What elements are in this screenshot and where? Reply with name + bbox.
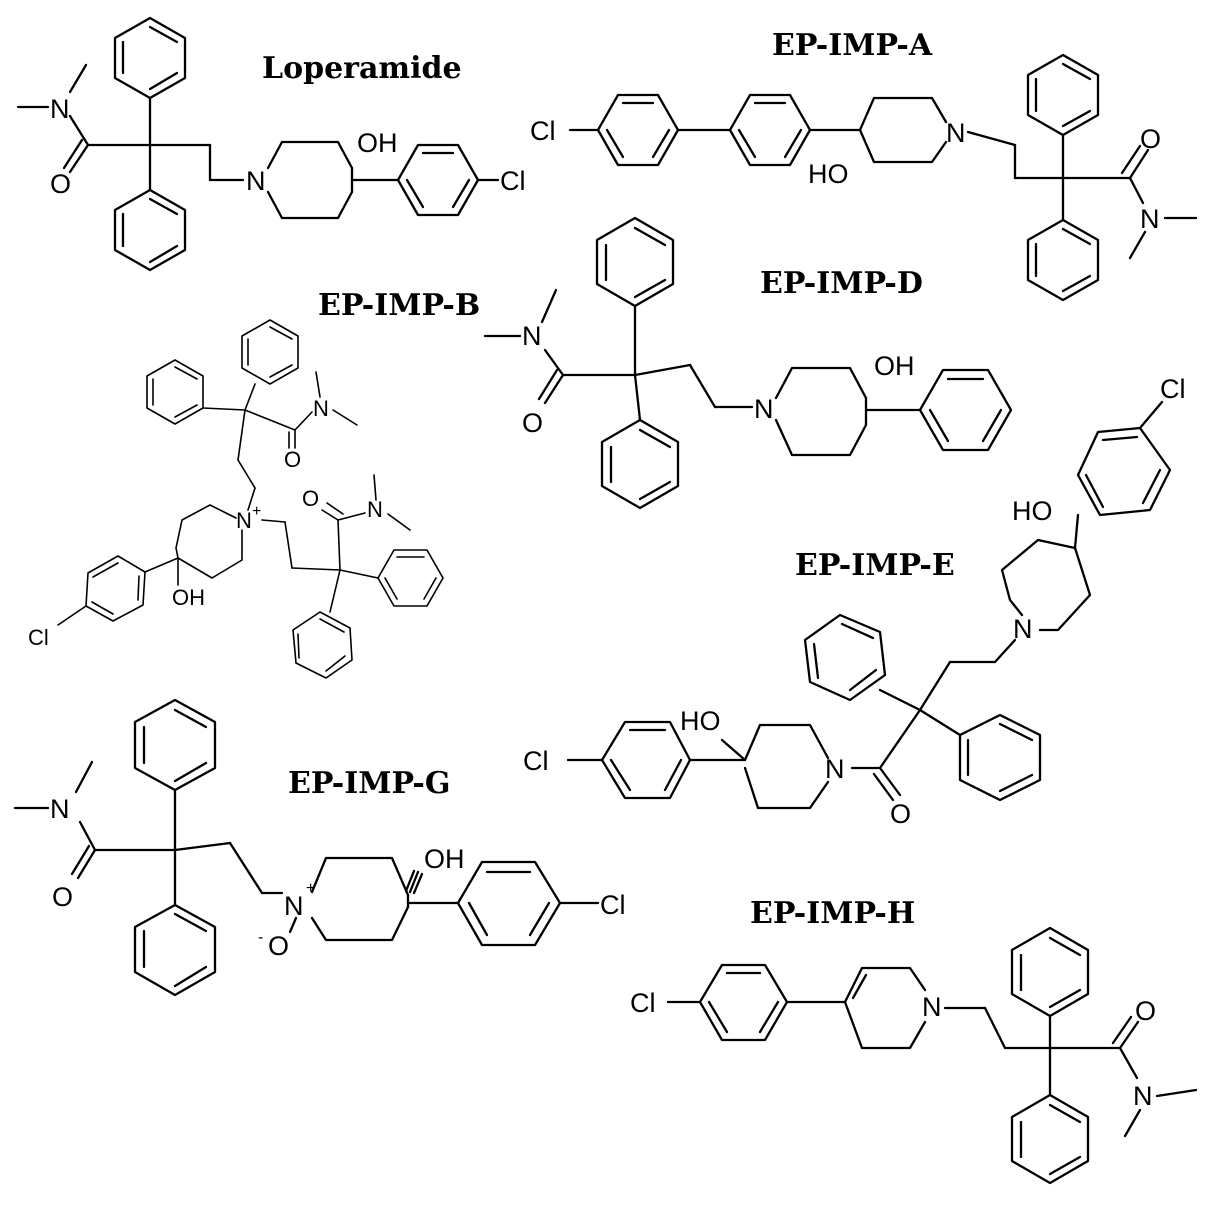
atom-n: N xyxy=(313,396,329,421)
atom-ho: HO xyxy=(1012,496,1053,526)
atom-cl: Cl xyxy=(600,890,626,920)
phenyl-ring xyxy=(958,713,1042,802)
atom-oh: OH xyxy=(357,128,398,158)
atom-n: N xyxy=(1013,614,1033,644)
title-ep-imp-g: EP-IMP-G xyxy=(288,766,450,801)
atom-n: N xyxy=(367,497,383,522)
title-ep-imp-h: EP-IMP-H xyxy=(750,896,915,931)
atom-o: O xyxy=(522,408,543,438)
atom-n: N xyxy=(50,94,70,124)
chlorophenyl-ring xyxy=(596,93,680,167)
atom-n: N xyxy=(1133,1081,1153,1111)
charge-plus: + xyxy=(252,503,261,520)
atom-n: N xyxy=(50,794,70,824)
atom-n-plus: N xyxy=(284,891,304,921)
phenyl-ring xyxy=(1026,53,1100,137)
atom-o: O xyxy=(50,169,71,199)
phenylene-ring xyxy=(728,93,812,167)
chlorophenyl-ring xyxy=(396,143,480,217)
atom-n: N xyxy=(946,118,966,148)
phenyl-ring xyxy=(918,368,1013,452)
atom-ho: HO xyxy=(680,706,721,736)
phenyl-ring xyxy=(803,613,887,702)
structure-ep-imp-a: EP-IMP-A Cl N HO O xyxy=(530,28,1198,302)
atom-cl: Cl xyxy=(500,166,526,196)
atom-ho: HO xyxy=(808,159,849,189)
atom-n: N xyxy=(754,394,774,424)
phenyl-ring xyxy=(377,549,444,607)
atom-oh: OH xyxy=(172,585,205,610)
phenyl-ring xyxy=(1010,926,1090,1018)
atom-n-plus: N xyxy=(236,508,252,533)
atom-n: N xyxy=(1140,204,1160,234)
phenyl-ring xyxy=(133,698,217,792)
atom-o: O xyxy=(890,799,911,829)
atom-o: O xyxy=(52,882,73,912)
atom-n: N xyxy=(522,321,542,351)
chlorophenyl-ring xyxy=(698,963,789,1042)
phenyl-ring xyxy=(133,903,217,997)
atom-o: O xyxy=(1135,996,1156,1026)
phenyl-ring xyxy=(146,359,204,425)
phenyl-ring xyxy=(113,188,187,272)
chlorophenyl-ring xyxy=(85,555,146,622)
atom-cl: Cl xyxy=(1160,374,1186,404)
charge-minus: - xyxy=(258,929,263,946)
structure-ep-imp-d: EP-IMP-D N O N OH xyxy=(483,216,1013,510)
title-ep-imp-b: EP-IMP-B xyxy=(318,288,480,323)
atom-o: O xyxy=(284,447,301,472)
phenyl-ring xyxy=(1026,218,1100,302)
phenyl-ring xyxy=(1010,1093,1090,1185)
title-loperamide: Loperamide xyxy=(262,51,462,86)
charge-plus: + xyxy=(306,880,315,897)
structure-ep-imp-h: EP-IMP-H Cl N O N xyxy=(630,896,1198,1185)
phenyl-ring xyxy=(241,319,299,385)
title-ep-imp-d: EP-IMP-D xyxy=(760,266,923,301)
atom-cl: Cl xyxy=(28,625,49,650)
structure-loperamide: Loperamide N O N OH xyxy=(16,16,526,272)
chlorophenyl-ring xyxy=(600,720,692,800)
atom-cl: Cl xyxy=(630,988,656,1018)
atom-oh: OH xyxy=(874,351,915,381)
atom-cl: Cl xyxy=(523,746,549,776)
atom-cl: Cl xyxy=(530,116,556,146)
atom-o-minus: O xyxy=(268,931,289,961)
phenyl-ring xyxy=(600,418,680,510)
phenyl-ring xyxy=(113,16,187,100)
chlorophenyl-ring xyxy=(1076,426,1172,517)
structure-ep-imp-g: EP-IMP-G N O N + O - OH xyxy=(13,698,626,997)
title-ep-imp-a: EP-IMP-A xyxy=(772,28,933,63)
atom-o: O xyxy=(1140,124,1161,154)
atom-n: N xyxy=(922,992,942,1022)
atom-o: O xyxy=(302,486,319,511)
atom-n: N xyxy=(825,754,845,784)
atom-oh: OH xyxy=(424,844,465,874)
phenyl-ring xyxy=(595,216,675,308)
structure-ep-imp-b: EP-IMP-B N O N + OH Cl xyxy=(28,288,480,679)
phenyl-ring xyxy=(292,611,353,679)
structure-ep-imp-e: EP-IMP-E Cl HO N O N HO xyxy=(523,374,1186,829)
chlorophenyl-ring xyxy=(456,860,562,947)
atom-n: N xyxy=(246,166,266,196)
title-ep-imp-e: EP-IMP-E xyxy=(795,548,955,583)
